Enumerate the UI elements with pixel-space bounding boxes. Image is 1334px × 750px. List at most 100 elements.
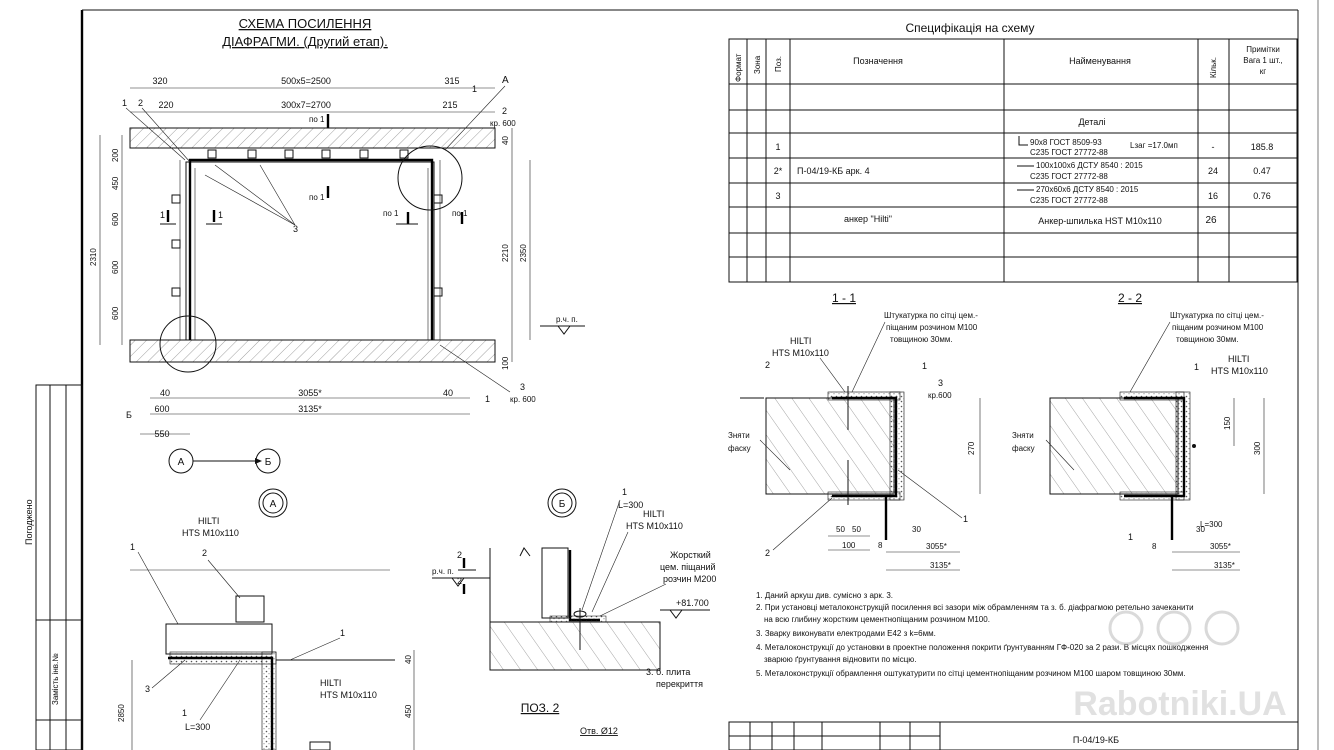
row2-note: 0.47 — [1253, 166, 1271, 176]
row1-name2: С235 ГОСТ 27772-88 — [1030, 148, 1108, 157]
pos1-label-right: 1 — [472, 84, 477, 94]
sec22-note3: товщиною 30мм. — [1176, 335, 1239, 344]
note-5: 5. Металоконструкції обрамлення оштукату… — [756, 669, 1186, 678]
node-a-p1: 1 — [130, 542, 135, 552]
sec11-d3055: 3055* — [926, 542, 947, 551]
sec11-note1: Штукатурка по сітці цем.- — [884, 311, 978, 320]
hdr-designation: Позначення — [853, 56, 903, 66]
dim-top-1: 320 — [152, 76, 167, 86]
node-a-d450: 450 — [404, 704, 413, 718]
dim-right-1: 40 — [501, 136, 510, 145]
node-a-p3: 3 — [145, 684, 150, 694]
letter-a-plan: А — [502, 75, 509, 86]
dim-top-4: 220 — [158, 100, 173, 110]
row4-name1: Анкер-шпилька HST M10x110 — [1038, 216, 1161, 226]
dim-right-4: 100 — [501, 356, 510, 370]
node-a-hts: HTS M10x110 — [182, 528, 239, 538]
row3-qty: 16 — [1208, 191, 1218, 201]
note-4b: зварюю ґрунтування відновити по місцю. — [764, 655, 917, 664]
dim-top-2: 500x5=2500 — [281, 76, 331, 86]
sec22-d300: 300 — [1253, 441, 1262, 455]
row4-qty: 26 — [1205, 215, 1217, 226]
sec11-hts: HTS M10x110 — [772, 348, 829, 358]
dim-bot-4: 600 — [154, 404, 169, 414]
node-a-hilti: HILTI — [198, 516, 219, 526]
spec-title: Специфікація на схему — [905, 21, 1034, 35]
row3-name2: С235 ГОСТ 27772-88 — [1030, 196, 1108, 205]
note-4: 4. Металоконструкції до установки в прое… — [756, 643, 1208, 652]
pos2-label-right: 2 — [502, 106, 507, 116]
row1-pos: 1 — [775, 142, 780, 152]
row2-code: П-04/19-КБ арк. 4 — [797, 166, 870, 176]
row2-qty: 24 — [1208, 166, 1218, 176]
node-b-rch: р.ч. п. — [432, 567, 454, 576]
sec11-note2: піщаним розчином M100 — [886, 323, 978, 332]
node-a-hilti2: HILTI — [320, 678, 341, 688]
sec11-d50b: 50 — [852, 525, 861, 534]
dim-left-4: 600 — [111, 260, 120, 274]
dim-left-5: 600 — [111, 306, 120, 320]
note-3: 3. Зварку виконувати електродами E42 з k… — [756, 629, 936, 638]
node-b-hts: HTS M10x110 — [626, 521, 683, 531]
node-b-n3: розчин M200 — [663, 574, 716, 584]
stamp-code: П-04/19-КБ — [1073, 735, 1119, 745]
watermark-text: Rabotniki.UA — [1073, 685, 1286, 723]
sec22-d3055: 3055* — [1210, 542, 1231, 551]
node-a-hts2: HTS M10x110 — [320, 690, 377, 700]
node-a-p2: 2 — [202, 548, 207, 558]
dim-left-2: 450 — [111, 176, 120, 190]
hdr-pos: Поз. — [774, 56, 783, 72]
note-2b: на всю глибину жорстким цементнопіщаним … — [764, 615, 990, 624]
sec11-d270: 270 — [967, 441, 976, 455]
sec11-chamfer2: фаску — [728, 444, 751, 453]
replace-label: Замість інв.№ — [51, 653, 60, 705]
node-a-label: А — [270, 499, 277, 510]
dim-top-5: 300x7=2700 — [281, 100, 331, 110]
note-2: 2. При установці металоконструкцій посил… — [756, 603, 1194, 612]
node-b-l300: L=300 — [618, 500, 643, 510]
title-block: П-04/19-КБ — [728, 721, 1299, 750]
sec22-chamfer2: фаску — [1012, 444, 1035, 453]
dim-bot-5: 3135* — [298, 404, 322, 414]
dim-left-total: 2310 — [89, 248, 98, 266]
sec22-p1-bot: 1 — [1128, 532, 1133, 542]
note-1: 1. Даний аркуш див. сумісно з арк. 3. — [756, 591, 893, 600]
sec11-d100: 100 — [842, 541, 856, 550]
node-a-d2850: 2850 — [117, 704, 126, 722]
sec11-title: 1 - 1 — [832, 291, 856, 305]
agreed-label: Погоджено — [24, 499, 34, 545]
kr600-top: кр. 600 — [490, 119, 516, 128]
hdr-name: Найменування — [1069, 56, 1131, 66]
hdr-qty: Кільк. — [1209, 57, 1218, 78]
node-b-hilti: HILTI — [643, 509, 664, 519]
node-b-p1: 1 — [622, 487, 627, 497]
node-a: А HILTI HTS M10x110 2 1 1 3 1 L=300 HILT… — [117, 488, 415, 750]
cut-label-top: по 1 — [309, 115, 325, 124]
cut-label-far: по 1 — [452, 209, 468, 218]
row1-name1: 90x8 ГОСТ 8509-93 — [1030, 138, 1102, 147]
sec11-p1-top: 1 — [922, 361, 927, 371]
letter-b-plan: Б — [126, 410, 132, 420]
callout-b: Б — [265, 457, 272, 468]
node-b-slab2: перекриття — [656, 679, 703, 689]
watermark-logo: Rabotniki.UA — [1073, 610, 1287, 723]
sec11-chamfer1: Зняти — [728, 431, 750, 440]
sheet-frame: Погоджено Замість інв.№ — [24, 0, 1319, 750]
node-b: Б 1 L=300 HILTI HTS M10x110 Жорсткий цем… — [309, 487, 716, 750]
dim-top-6: 215 — [442, 100, 457, 110]
sec11-d8: 8 — [878, 541, 883, 550]
node-a-d40: 40 — [404, 655, 413, 664]
general-notes: 1. Даний аркуш див. сумісно з арк. 3. 2.… — [756, 591, 1208, 678]
sec22-d150: 150 — [1223, 416, 1232, 430]
dim-right-2: 2210 — [501, 244, 510, 262]
kr600-bottom: кр. 600 — [510, 395, 536, 404]
plan-view: СХЕМА ПОСИЛЕННЯ ДІАФРАГМИ. (Другий етап)… — [89, 16, 585, 474]
node-b-slab1: 3. б. плита — [646, 667, 690, 677]
node-b-hole: Отв. Ø12 — [580, 726, 618, 736]
sec22-l300: L=300 — [1200, 520, 1223, 529]
row3-pos: 3 — [775, 191, 780, 201]
sec11-d30: 30 — [912, 525, 921, 534]
hdr-format: Формат — [734, 53, 743, 82]
